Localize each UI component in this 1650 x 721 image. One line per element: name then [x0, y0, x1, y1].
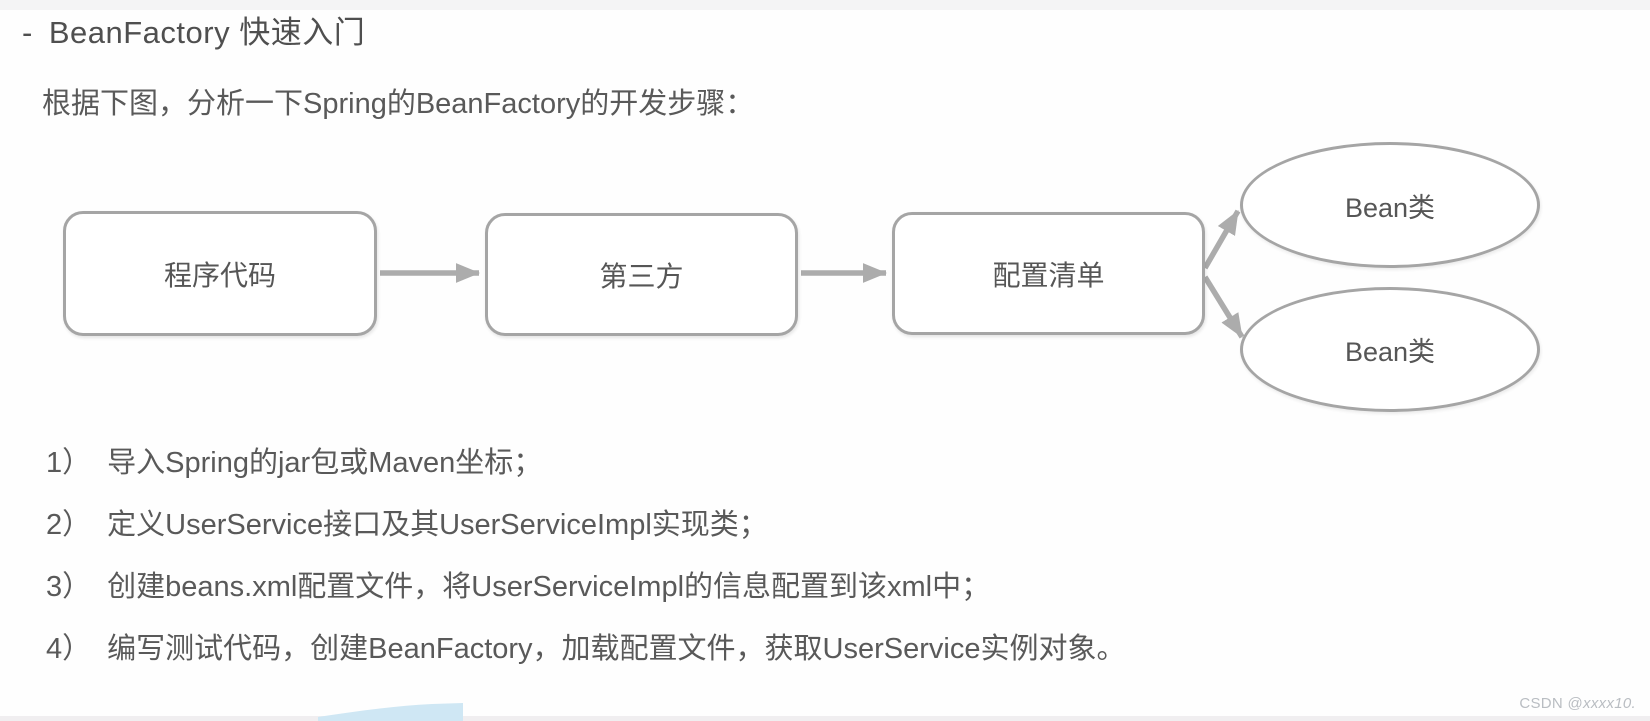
step-item-4: 4） 编写测试代码，创建BeanFactory，加载配置文件，获取UserSer… [46, 628, 1125, 690]
csdn-watermark: CSDN @xxxx10. [1519, 695, 1636, 712]
flow-box-label: 第三方 [599, 260, 684, 292]
step-text: 创建beans.xml配置文件，将UserServiceImpl的信息配置到该x… [107, 571, 991, 603]
dev-steps-list: 1） 导入Spring的jar包或Maven坐标； 2） 定义UserServi… [46, 442, 1125, 690]
step-number: 4） [46, 633, 92, 665]
step-number: 3） [46, 571, 92, 603]
step-text: 导入Spring的jar包或Maven坐标； [107, 447, 543, 479]
flow-box-label: 配置清单 [992, 259, 1105, 291]
flow-ellipse-bean-class-top: Bean类 [1240, 142, 1540, 268]
intro-text: 根据下图，分析一下Spring的BeanFactory的开发步骤： [42, 88, 755, 120]
watermark-user: xxxx10. [1583, 695, 1636, 712]
arrow-config-to-bean-top [1202, 209, 1241, 270]
flow-box-config-list: 配置清单 [892, 212, 1205, 335]
step-text: 编写测试代码，创建BeanFactory，加载配置文件，获取UserServic… [107, 633, 1126, 665]
flow-box-label: 程序代码 [163, 259, 276, 291]
flow-ellipse-bean-class-bottom: Bean类 [1240, 287, 1540, 412]
step-number: 2） [46, 509, 92, 541]
step-number: 1） [46, 447, 92, 479]
page-title-text: BeanFactory 快速入门 [48, 15, 366, 50]
step-item-2: 2） 定义UserService接口及其UserServiceImpl实现类； [46, 504, 1125, 566]
step-item-1: 1） 导入Spring的jar包或Maven坐标； [46, 442, 1125, 504]
flow-ellipse-label: Bean类 [1344, 192, 1436, 223]
bottom-edge-strip [0, 716, 1650, 721]
step-text: 定义UserService接口及其UserServiceImpl实现类； [107, 509, 768, 541]
arrow-config-to-bean-bottom [1202, 275, 1245, 339]
page-title: -BeanFactory 快速入门 [22, 12, 365, 54]
flow-box-third-party: 第三方 [485, 213, 798, 336]
flow-box-program-code: 程序代码 [63, 211, 377, 336]
top-edge-strip [0, 0, 1650, 10]
flow-ellipse-label: Bean类 [1344, 337, 1436, 367]
bullet-dash: - [22, 15, 33, 50]
watermark-prefix: CSDN @ [1519, 695, 1584, 712]
step-item-3: 3） 创建beans.xml配置文件，将UserServiceImpl的信息配置… [46, 566, 1125, 628]
